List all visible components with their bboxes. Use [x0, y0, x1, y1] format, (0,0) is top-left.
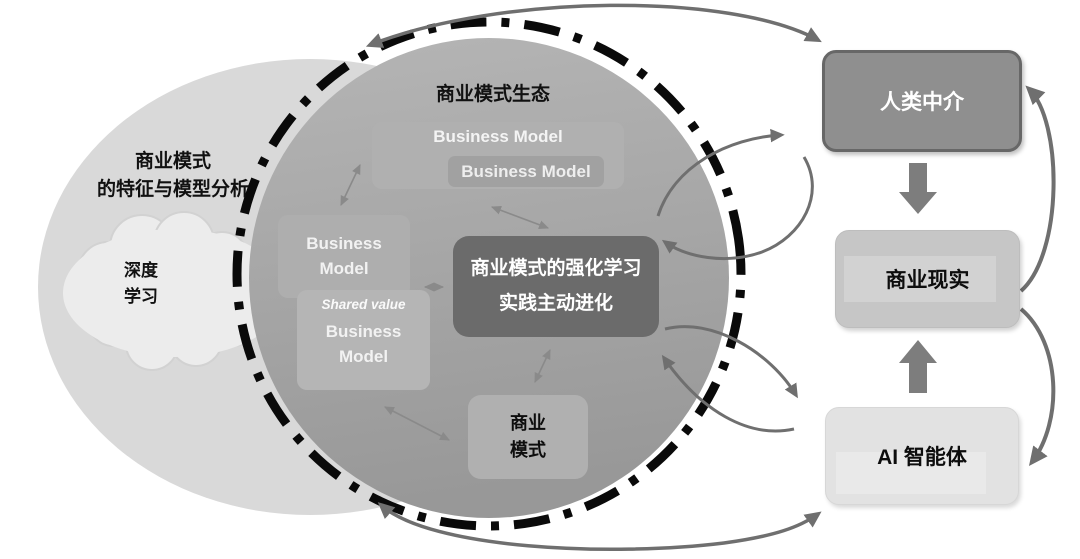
business-reality-inner-band: [844, 256, 996, 302]
business-model-bottom-line1: 商业: [510, 413, 546, 433]
top-sweep-arrow: [365, 3, 822, 48]
reinforcement-learning-line1: 商业模式的强化学习: [470, 258, 642, 280]
human-intermediary-label: 人类中介: [880, 91, 964, 114]
business-model-box-left: Business Model: [278, 215, 410, 298]
business-model-nested-label: Business Model: [461, 161, 591, 181]
agent-to-reality-arrow: [899, 340, 937, 393]
reinforcement-learning-box: 商业模式的强化学习 实践主动进化: [453, 236, 659, 337]
business-model-box-nested: Business Model: [448, 156, 604, 187]
ai-agent-inner-band: [836, 452, 986, 494]
business-model-left-line2: Model: [319, 258, 369, 278]
business-model-bottom-line2: 模式: [510, 440, 546, 460]
shared-value-label: Shared value: [321, 297, 406, 312]
shared-value-box: Shared value Business Model: [297, 290, 430, 390]
ai-agent-box: AI 智能体: [825, 407, 1019, 505]
reality-to-agent-arrow: [1019, 307, 1056, 466]
analysis-title-line2: 的特征与模型分析: [96, 178, 249, 200]
business-reality-box: 商业现实: [835, 230, 1020, 328]
deep-learning-line2: 学习: [124, 287, 158, 307]
business-model-shared-line1: Business: [325, 322, 402, 341]
business-model-box-bottom: 商业 模式: [468, 395, 588, 479]
deep-learning-cloud: [63, 211, 287, 371]
analysis-title: 商业模式 的特征与模型分析: [68, 148, 278, 203]
human-intermediary-box: 人类中介: [822, 50, 1022, 152]
business-model-left-line1: Business: [306, 233, 382, 253]
analysis-title-line1: 商业模式: [134, 151, 211, 172]
human-to-reality-arrow: [899, 163, 937, 214]
business-model-top-label: Business Model: [433, 127, 563, 146]
business-model-shared-line2: Model: [338, 346, 389, 366]
relation-arrows: [340, 163, 551, 441]
deep-learning-label: 深度 学习: [93, 258, 189, 311]
reinforcement-learning-line2: 实践主动进化: [498, 292, 613, 314]
business-reality-label: 商业现实: [885, 269, 970, 292]
deep-learning-line1: 深度: [124, 261, 158, 280]
ai-agent-label: AI 智能体: [877, 446, 967, 469]
reality-to-human-arrow: [1019, 85, 1056, 293]
exchange-loop-arrows: [656, 128, 814, 433]
ecosystem-title: 商业模式生态: [435, 84, 550, 105]
business-model-box-top: Business Model Business Model: [372, 122, 624, 189]
bottom-sweep-arrow: [377, 502, 822, 551]
